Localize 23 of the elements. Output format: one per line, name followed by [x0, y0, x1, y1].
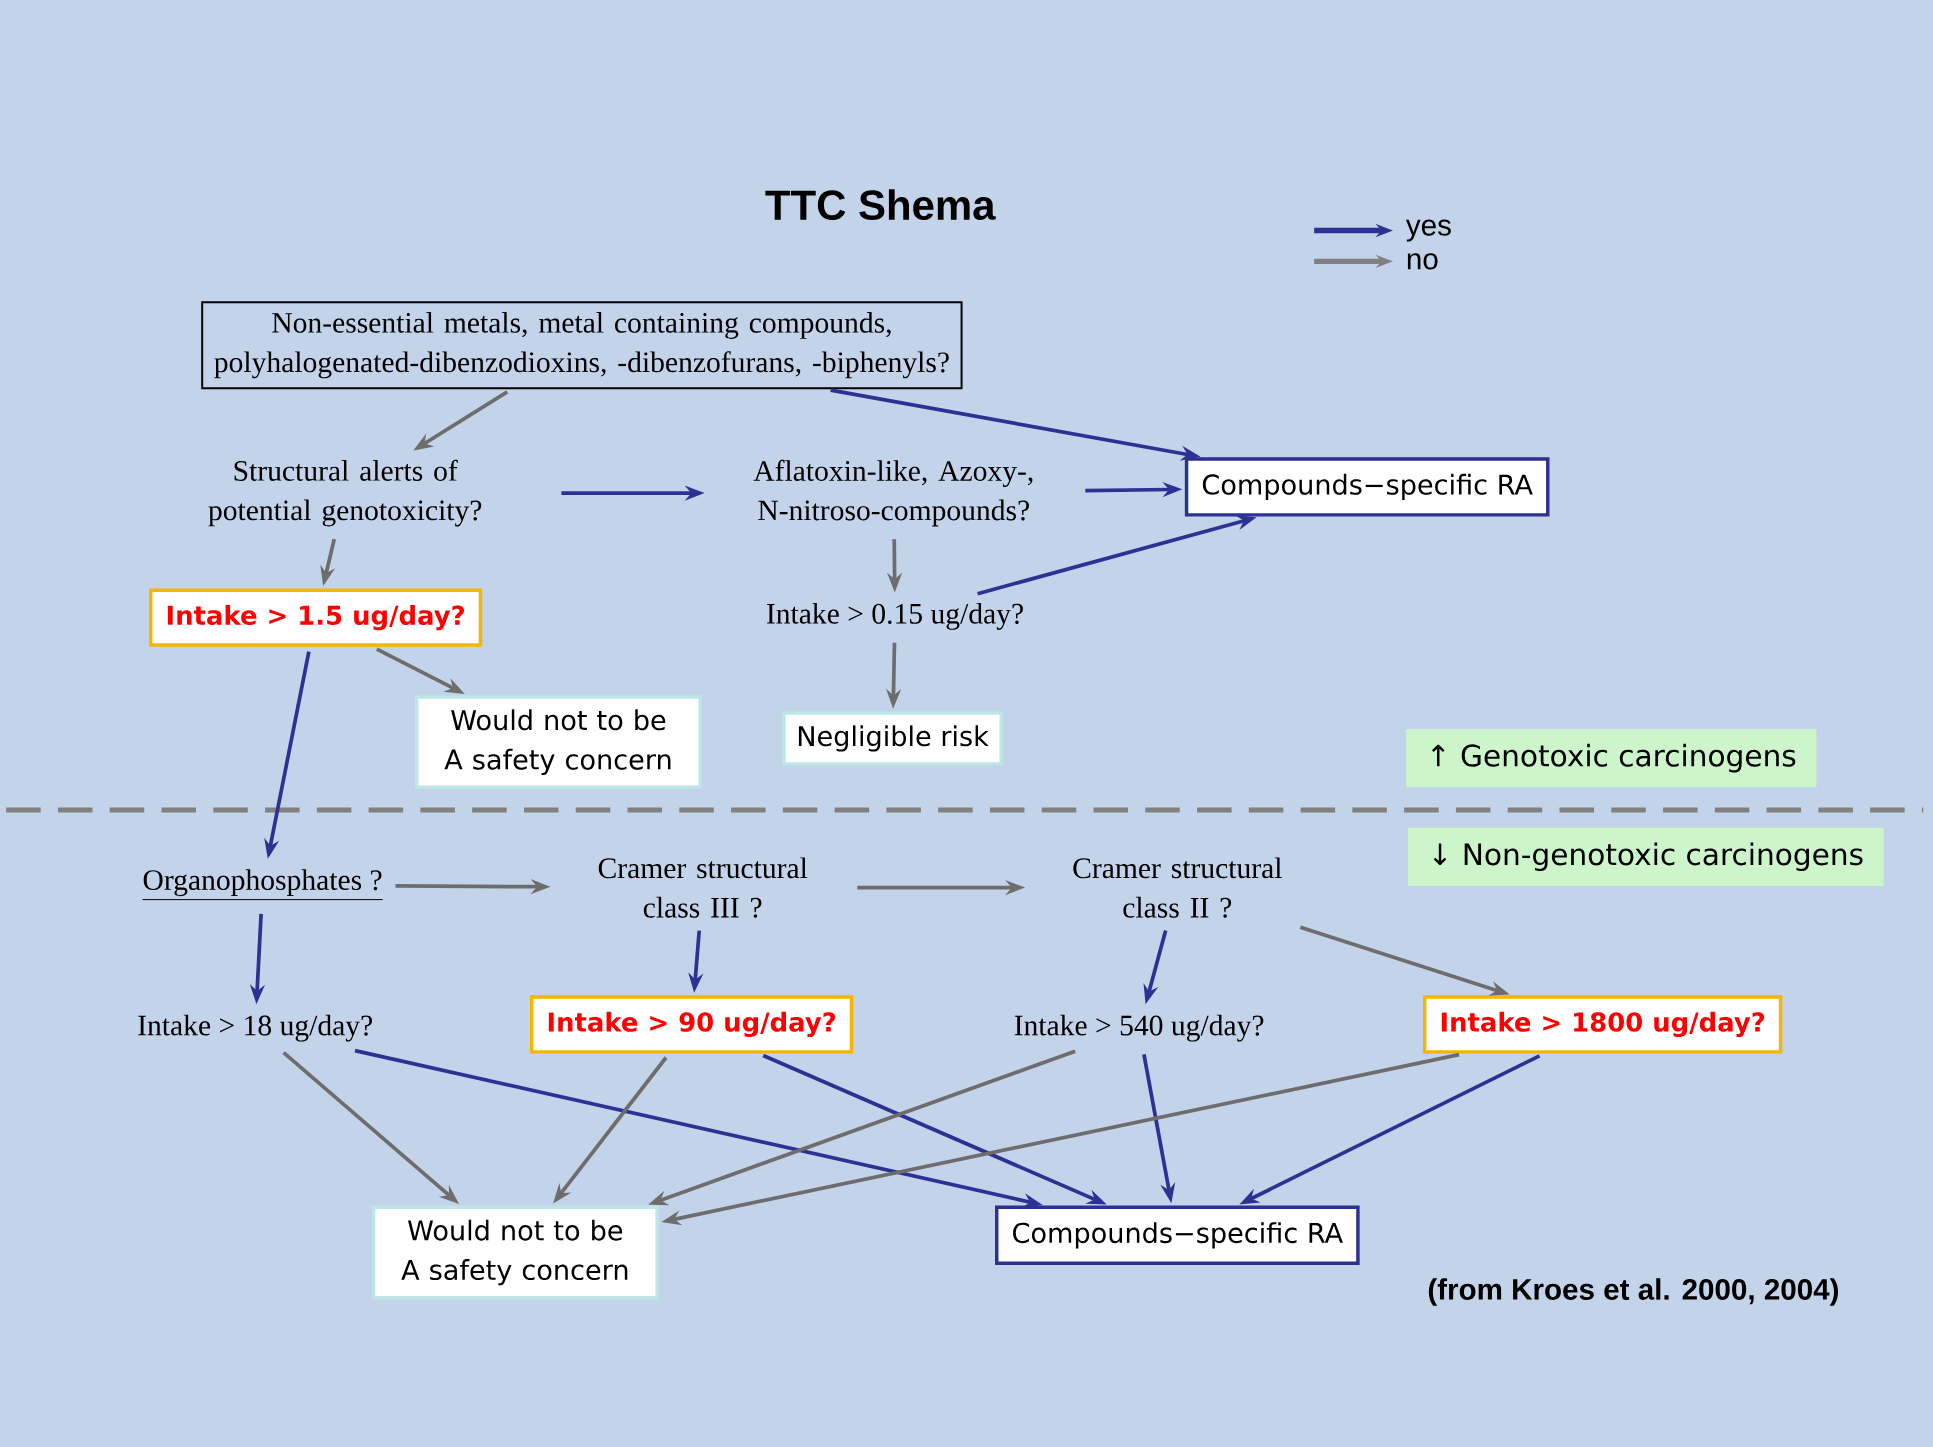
legend-label: yes: [1405, 219, 1451, 242]
question-text: Intake > 18 ug/day?: [138, 1014, 372, 1042]
region-label: ↑ Genotoxic carcinogens: [1406, 728, 1817, 788]
source-note: (from Kroes et al. 2000, 2004): [1428, 1278, 1838, 1306]
title: TTC Shema: [765, 189, 996, 220]
legend-label: no: [1407, 253, 1438, 270]
threshold-box: Intake > 1800 ug/day?: [1422, 995, 1783, 1054]
result-box: Compounds−specific RA: [1184, 457, 1550, 517]
region-label: ↓ Non-genotoxic carcinogens: [1407, 827, 1884, 886]
question-text: Intake > 0.15 ug/day?: [767, 602, 1023, 630]
question-box: Non-essential metals, metal containing compounds, polyhalogenated-dibenzodioxins, -dibenzofurans, -biphenyls?: [201, 301, 963, 390]
result-box: Negligible risk: [782, 711, 1003, 766]
threshold-box: Intake > 1.5 ug/day?: [149, 588, 483, 647]
result-box: Would not to be A safety concern: [371, 1205, 659, 1300]
threshold-box: Intake > 90 ug/day?: [529, 995, 854, 1054]
question-text: Cramer structural class III ?: [598, 857, 808, 918]
question-text: Cramer structural class II ?: [1073, 857, 1282, 918]
question-text: Organophosphates ?: [142, 869, 384, 900]
question-text: Aflatoxin-like, Azoxy-, N-nitroso-compounds?: [753, 459, 1033, 527]
question-text: Structural alerts of potential genotoxicity?: [208, 459, 482, 527]
question-text: Intake > 540 ug/day?: [1014, 1014, 1264, 1042]
result-box: Would not to be A safety concern: [414, 695, 702, 789]
result-box: Compounds−specific RA: [995, 1205, 1360, 1265]
